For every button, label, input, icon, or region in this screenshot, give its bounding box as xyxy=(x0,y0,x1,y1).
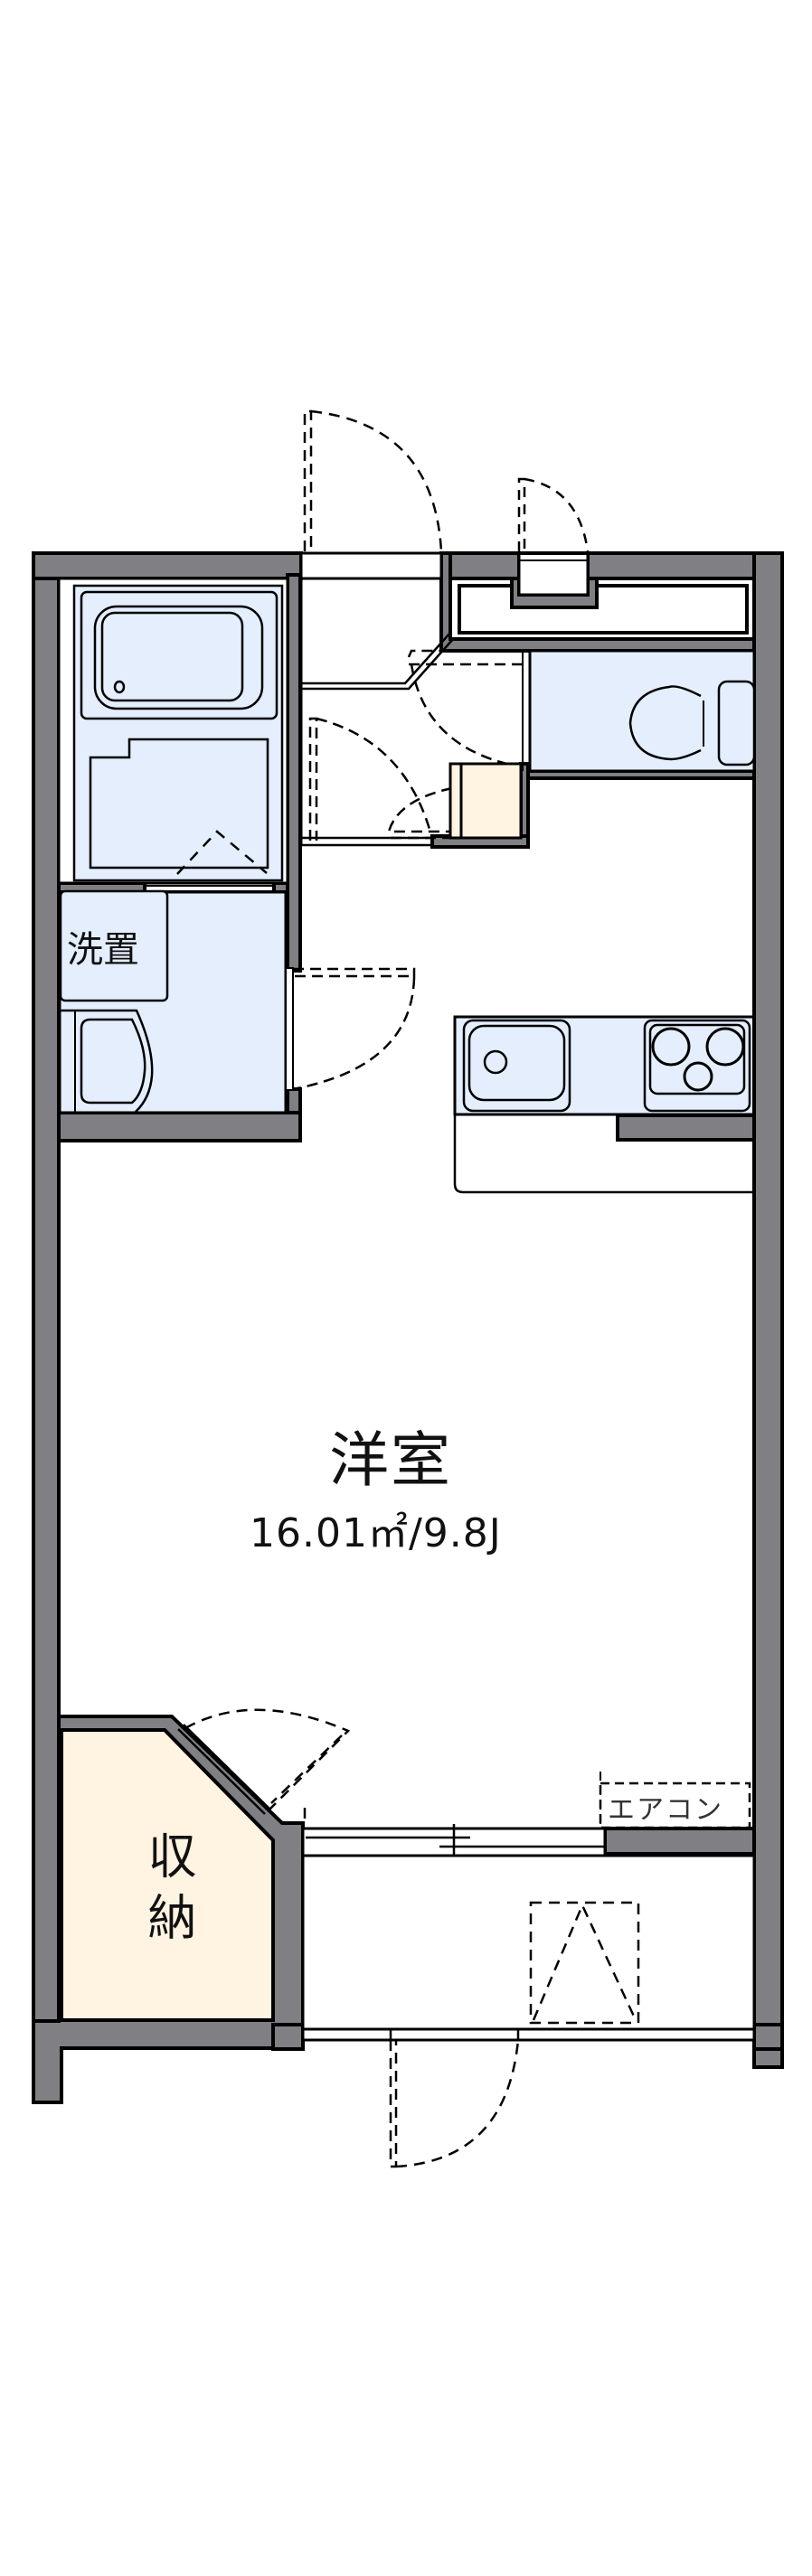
main-room-lines xyxy=(32,551,784,2102)
wall-wash-bottom xyxy=(57,1111,302,1142)
main-room-name: 洋室 xyxy=(329,1425,452,1495)
toilet-door-swing xyxy=(407,649,524,769)
washing-machine-space xyxy=(59,889,169,1002)
washbasin xyxy=(61,1009,154,1113)
balcony xyxy=(301,1824,756,2168)
kitchen xyxy=(453,1015,756,1194)
sink-basin xyxy=(467,1024,566,1102)
balcony-hatch-icon xyxy=(532,1902,637,2021)
entrance-door-opening xyxy=(299,551,443,580)
toilet-tank xyxy=(717,680,756,766)
storage-label: 収納 xyxy=(139,1830,196,1953)
bathtub-rim xyxy=(80,590,279,720)
bathroom xyxy=(57,577,289,892)
balcony-hatch xyxy=(529,1901,640,2025)
washbasin-bowl xyxy=(80,1018,146,1105)
closet-door-swing xyxy=(184,1708,351,1826)
kitchen-overhang xyxy=(453,1114,754,1194)
small-door-swing xyxy=(517,477,590,552)
burner-icon-2 xyxy=(705,1027,745,1067)
burner-icon-1 xyxy=(651,1027,691,1067)
sink-outer xyxy=(462,1019,571,1113)
drain-icon xyxy=(113,680,126,694)
wall-balcony-right-end xyxy=(752,2023,784,2051)
bathtub-inner xyxy=(100,611,244,702)
sink-drain-icon xyxy=(483,1049,508,1075)
wall-left xyxy=(32,551,61,2104)
balcony-rail xyxy=(301,2027,756,2042)
washroom xyxy=(58,889,416,1114)
closet-door-leaf-2 xyxy=(183,1724,271,1810)
shelf-area xyxy=(458,584,749,635)
washroom-door-swing xyxy=(292,967,416,1091)
main-room-area: 16.01㎡/9.8J xyxy=(250,1510,502,1556)
wall-balcony-left-end xyxy=(271,2023,305,2051)
shoe-cabinet-door-swing xyxy=(387,786,453,840)
entrance-door-swing xyxy=(303,409,443,552)
washroom-label: 洗置 xyxy=(67,929,139,971)
upper-shelf xyxy=(458,477,749,635)
burner-icon-3 xyxy=(683,1061,713,1092)
small-window-opening xyxy=(517,551,590,597)
wall-right xyxy=(752,551,784,2069)
stove-top xyxy=(648,1023,746,1095)
balcony-gate-swing xyxy=(389,2039,520,2168)
stove-outer xyxy=(643,1019,751,1113)
shower-area xyxy=(89,738,269,870)
closet-door-swing xyxy=(308,717,434,841)
bath-door-swing xyxy=(176,830,268,875)
wall-balcony-stub xyxy=(603,1827,756,1856)
air-conditioner xyxy=(599,1772,751,1829)
closet-door-leaf xyxy=(177,1728,266,1815)
air-conditioner-label: エアコン xyxy=(608,1794,723,1826)
wall-top-middle xyxy=(439,551,521,580)
toilet-bowl xyxy=(628,685,702,761)
balcony-floor xyxy=(301,1854,756,2031)
entry-step-2 xyxy=(301,637,455,691)
toilet-room xyxy=(522,649,756,773)
wall-top-left-segment xyxy=(32,551,303,580)
wall-bath-right xyxy=(286,573,302,973)
entrance xyxy=(299,409,524,847)
wall-kitchen-stub xyxy=(616,1114,756,1142)
washroom-door-opening xyxy=(285,967,294,1091)
storage-closet xyxy=(60,1708,351,2022)
closet-floor xyxy=(60,1728,275,2022)
entry-step xyxy=(301,632,451,685)
bathtub-outer xyxy=(93,605,264,710)
